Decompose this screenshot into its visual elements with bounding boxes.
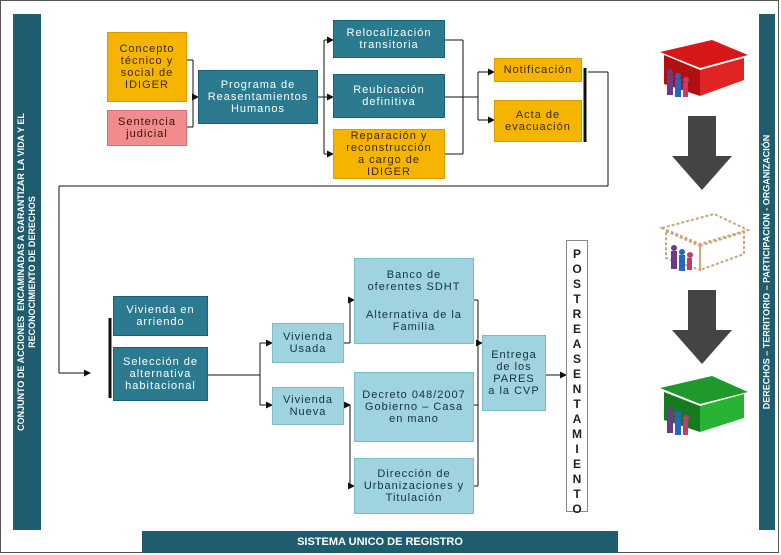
reparacion-box: Reparación y reconstrucción a cargo de I… (333, 129, 445, 179)
sentencia-judicial-box: Sentencia judicial (107, 110, 187, 146)
entrega-pares-box: Entrega de los PARES a la CVP (482, 335, 546, 411)
decreto-box: Decreto 048/2007 Gobierno – Casa en mano (354, 372, 474, 442)
postreasentamiento-label: POSTREASENTAMIENTO (570, 247, 584, 517)
vivienda-nueva-box: Vivienda Nueva (272, 387, 344, 425)
banco-oferentes-box: Banco de oferentes SDHT Alternativa de l… (354, 258, 474, 344)
seleccion-alternativa-box: Selección de alternativa habitacional (113, 347, 208, 401)
banco-oferentes-label: Banco de oferentes SDHT (367, 269, 461, 293)
acta-evacuacion-box: Acta de evacuación (494, 100, 582, 142)
right-sidebar: DERECHOS – TERRITORIO – PARTICIPACION - … (759, 14, 775, 530)
programa-reasentamientos-box: Programa de Reasentamientos Humanos (198, 70, 318, 124)
vivienda-usada-box: Vivienda Usada (272, 323, 344, 363)
sistema-unico-registro-bar: SISTEMA UNICO DE REGISTRO (142, 531, 618, 553)
concepto-tecnico-box: Concepto técnico y social de IDIGER (107, 32, 187, 102)
notificacion-box: Notificación (494, 58, 582, 82)
postreasentamiento-box: POSTREASENTAMIENTO (566, 240, 588, 517)
alternativa-familia-label: Alternativa de la Familia (366, 309, 462, 333)
left-sidebar: CONJUNTO DE ACCIONES ENCAMINADAS A GARAN… (13, 14, 41, 530)
reubicacion-box: Reubicación definitiva (333, 74, 445, 118)
relocalizacion-box: Relocalización transitoria (333, 20, 445, 58)
direccion-urbanizaciones-box: Dirección de Urbanizaciones y Titulación (354, 458, 474, 514)
vivienda-arriendo-box: Vivienda en arriendo (113, 296, 208, 336)
